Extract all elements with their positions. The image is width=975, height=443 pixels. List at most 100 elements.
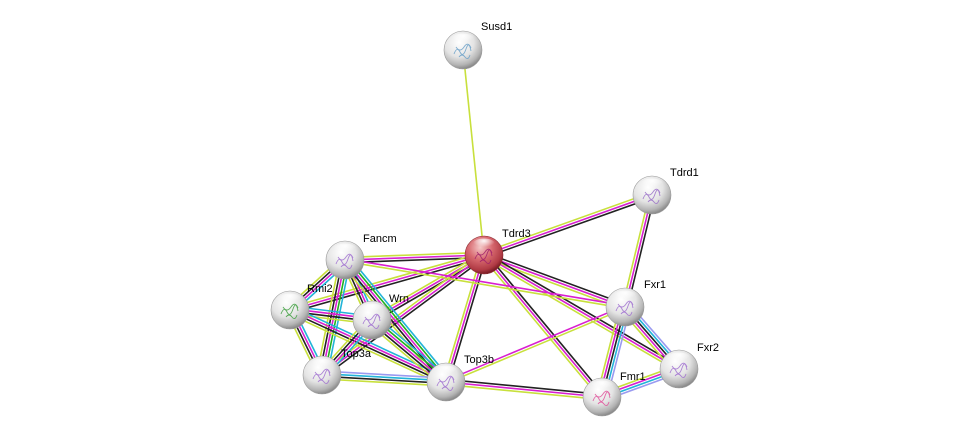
node-label: Fxr2 bbox=[697, 342, 719, 354]
edge-evidence-coexpression bbox=[484, 252, 681, 368]
edge-evidence-textmining bbox=[462, 49, 485, 256]
edge-evidence-textmining bbox=[482, 191, 652, 254]
protein-structure-icon bbox=[362, 313, 381, 330]
node-highlight bbox=[640, 178, 664, 191]
edge-tdrd3-top3b[interactable] bbox=[442, 254, 488, 383]
edge-evidence-coexpression bbox=[447, 255, 488, 383]
edge-evidence-experimental bbox=[483, 194, 653, 256]
edge-evidence-coexpression bbox=[485, 252, 605, 396]
protein-structure-icon bbox=[280, 303, 299, 320]
node-label: Rmi2 bbox=[307, 283, 333, 295]
edge-evidence-database bbox=[291, 305, 448, 380]
edge-evidence-database bbox=[322, 372, 447, 382]
edge-evidence-textmining bbox=[445, 383, 602, 401]
node-highlight bbox=[472, 238, 496, 251]
edge-evidence-experimental bbox=[483, 254, 603, 398]
edge-evidence-experimental bbox=[290, 308, 447, 382]
protein-structure-icon bbox=[312, 368, 331, 385]
edge-evidence-experimental bbox=[483, 254, 626, 308]
node-tdrd1[interactable]: Tdrd1 bbox=[632, 167, 699, 215]
edge-evidence-coexpression bbox=[446, 378, 603, 396]
node-label: Fmr1 bbox=[620, 371, 646, 383]
protein-structure-icon bbox=[436, 375, 455, 392]
node-label: Top3b bbox=[464, 354, 494, 366]
edge-evidence-textmining bbox=[288, 312, 445, 387]
edge-top3b-fmr1[interactable] bbox=[445, 378, 603, 401]
node-label: Top3a bbox=[341, 348, 372, 360]
protein-structure-icon bbox=[335, 253, 354, 270]
edge-evidence-experimental bbox=[321, 254, 485, 376]
edge-tdrd3-fmr1[interactable] bbox=[481, 252, 605, 400]
node-label: Tdrd3 bbox=[502, 228, 531, 240]
edge-evidence-experimental bbox=[321, 259, 346, 376]
node-highlight bbox=[590, 380, 614, 393]
node-highlight bbox=[310, 358, 334, 371]
edge-top3a-top3b[interactable] bbox=[321, 370, 447, 387]
protein-structure-icon bbox=[615, 300, 634, 317]
node-susd1[interactable]: Susd1 bbox=[443, 21, 512, 70]
edge-top3b-fxr1[interactable] bbox=[445, 305, 626, 384]
edge-evidence-experimental bbox=[445, 305, 625, 382]
protein-structure-icon bbox=[669, 362, 688, 379]
edge-evidence-textmining bbox=[621, 194, 651, 307]
edges-layer bbox=[285, 49, 684, 402]
node-rmi2[interactable]: Rmi2 bbox=[270, 283, 333, 330]
edge-evidence-textmining bbox=[344, 260, 625, 310]
node-highlight bbox=[667, 352, 691, 365]
edge-evidence-coexpression bbox=[289, 310, 446, 384]
node-top3b[interactable]: Top3b bbox=[426, 354, 494, 402]
edge-evidence-textmining bbox=[344, 251, 484, 259]
edge-evidence-experimental bbox=[345, 257, 626, 307]
edge-susd1-tdrd3[interactable] bbox=[462, 49, 485, 256]
edge-evidence-experimental bbox=[344, 254, 485, 261]
edge-evidence-database bbox=[326, 260, 351, 377]
protein-structure-icon bbox=[474, 248, 493, 265]
protein-structure-icon bbox=[642, 188, 661, 205]
edge-tdrd3-fxr1[interactable] bbox=[482, 251, 627, 311]
edge-evidence-coexpression bbox=[321, 375, 446, 385]
edge-evidence-textmining bbox=[482, 256, 679, 372]
node-highlight bbox=[278, 293, 302, 306]
node-highlight bbox=[613, 290, 637, 303]
node-label: Tdrd1 bbox=[670, 167, 699, 179]
edge-evidence-coexpression bbox=[484, 251, 627, 306]
edge-evidence-textmining bbox=[481, 256, 601, 400]
edge-evidence-textmining bbox=[442, 254, 483, 382]
edge-evidence-coexpression bbox=[626, 195, 656, 308]
edge-evidence-coexpression bbox=[484, 196, 654, 259]
node-highlight bbox=[434, 365, 458, 378]
edge-evidence-experimental bbox=[445, 381, 603, 398]
node-fxr2[interactable]: Fxr2 bbox=[659, 342, 719, 389]
node-top3a[interactable]: Top3a bbox=[302, 348, 372, 395]
edge-evidence-experimental bbox=[483, 254, 680, 370]
node-label: Fancm bbox=[363, 233, 397, 245]
edge-tdrd3-rmi2[interactable] bbox=[289, 251, 485, 314]
node-fxr1[interactable]: Fxr1 bbox=[605, 279, 666, 327]
edge-evidence-database bbox=[348, 256, 451, 380]
edge-tdrd3-tdrd1[interactable] bbox=[482, 191, 654, 259]
edge-evidence-textmining bbox=[446, 307, 626, 384]
node-label: Fxr1 bbox=[644, 279, 666, 291]
node-tdrd3[interactable]: Tdrd3 bbox=[464, 228, 531, 275]
node-fancm[interactable]: Fancm bbox=[325, 233, 397, 280]
node-wrn[interactable]: Wrn bbox=[352, 293, 409, 340]
edge-evidence-coexpression bbox=[290, 256, 485, 314]
node-highlight bbox=[360, 303, 384, 316]
edge-tdrd3-fxr2[interactable] bbox=[482, 252, 681, 372]
protein-structure-icon bbox=[453, 43, 472, 60]
edge-fancm-fxr1[interactable] bbox=[344, 257, 626, 310]
node-highlight bbox=[333, 243, 357, 256]
edge-evidence-neighborhood bbox=[323, 260, 349, 376]
edge-evidence-textmining bbox=[370, 252, 484, 319]
edge-evidence-experimental bbox=[445, 254, 485, 383]
edge-evidence-textmining bbox=[321, 378, 446, 387]
edge-rmi2-top3b[interactable] bbox=[288, 305, 448, 387]
node-highlight bbox=[451, 33, 475, 46]
edge-evidence-homology bbox=[322, 370, 447, 379]
node-fmr1[interactable]: Fmr1 bbox=[582, 371, 646, 417]
edge-evidence-neighborhood bbox=[346, 257, 449, 381]
edge-evidence-experimental bbox=[289, 254, 485, 311]
edge-evidence-textmining bbox=[289, 251, 484, 309]
